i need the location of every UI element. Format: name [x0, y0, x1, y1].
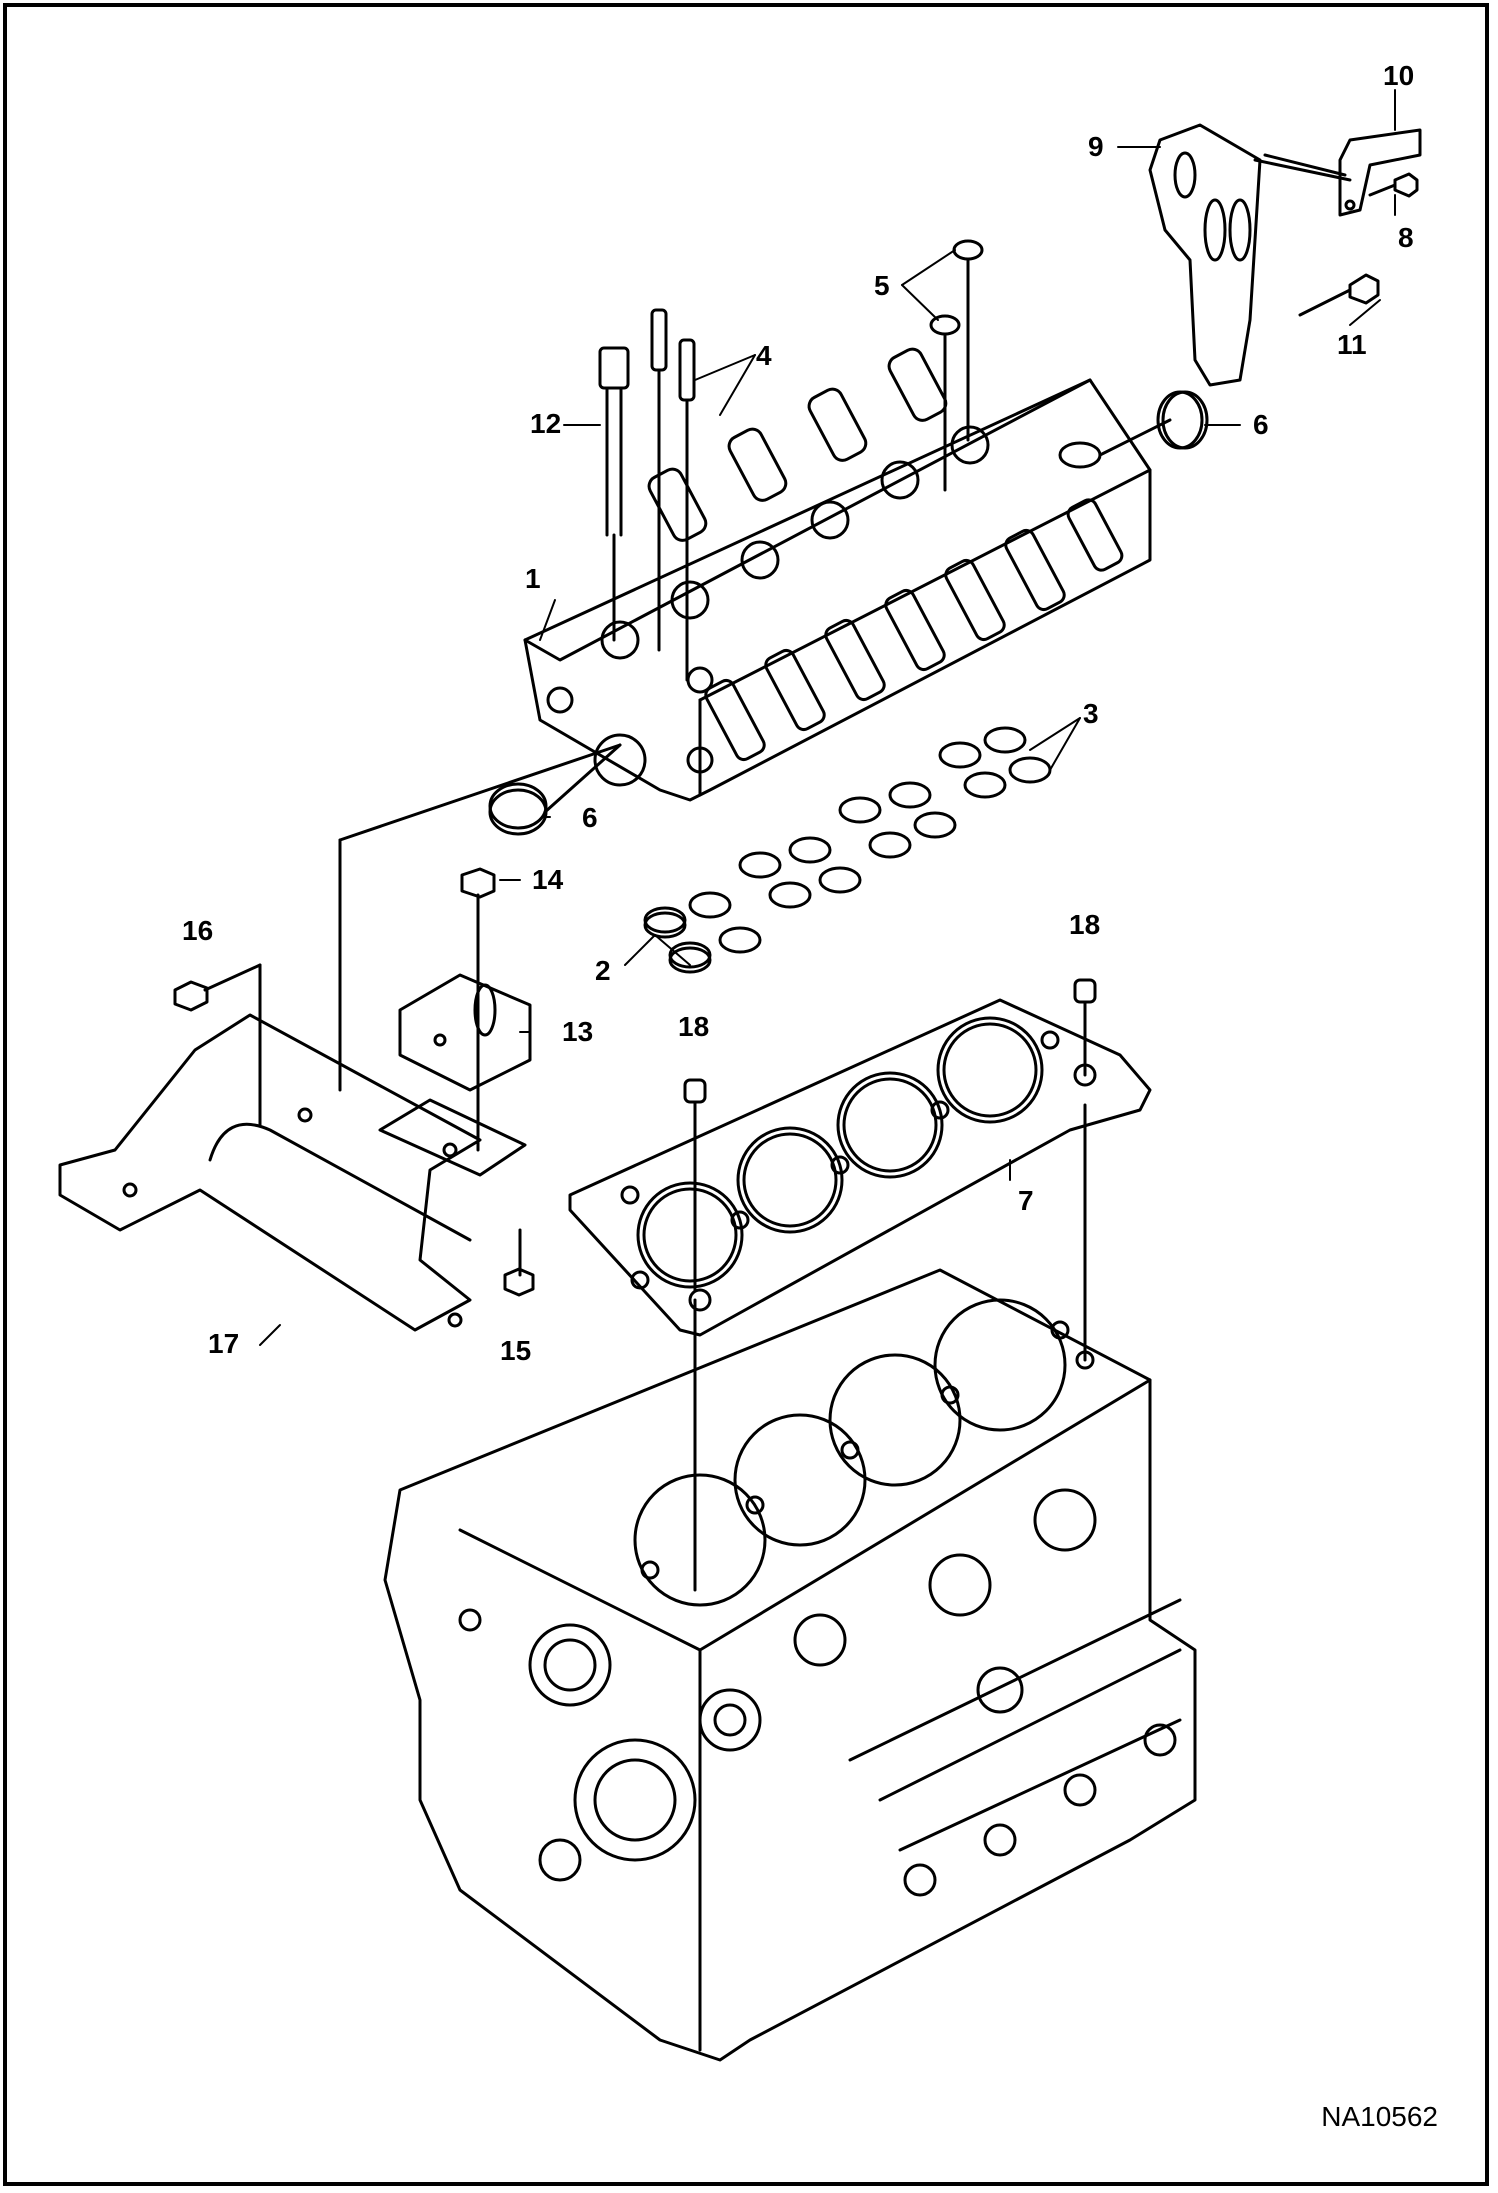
callout-2: 2 [595, 955, 611, 986]
callout-1: 1 [525, 563, 541, 594]
callout-3: 3 [1083, 698, 1099, 729]
callout-11: 11 [1337, 329, 1367, 360]
callout-18-left: 18 [678, 1011, 710, 1042]
callout-12: 12 [530, 408, 562, 439]
dowel-pins [683, 978, 1097, 1592]
expansion-plugs [488, 390, 1209, 836]
figure-id: NA10562 [1321, 2101, 1438, 2132]
callout-5: 5 [874, 270, 890, 301]
callout-6-upper: 6 [1253, 409, 1269, 440]
callout-8: 8 [1398, 222, 1414, 253]
callout-4: 4 [756, 340, 772, 371]
callout-16: 16 [182, 915, 214, 946]
callout-10: 10 [1383, 60, 1415, 91]
callout-17: 17 [208, 1328, 240, 1359]
callout-6-lower: 6 [582, 802, 598, 833]
callout-9: 9 [1088, 131, 1104, 162]
callout-15: 15 [500, 1335, 532, 1366]
head-gasket [568, 998, 1152, 1337]
engine-mount [58, 743, 622, 1332]
seal-rings [643, 726, 1052, 974]
leader-lines [259, 89, 1396, 1346]
lifting-bracket [1148, 123, 1422, 387]
callout-14: 14 [532, 864, 564, 895]
cylinder-block [383, 1268, 1197, 2062]
head-bolts [598, 239, 984, 682]
cylinder-head [523, 347, 1152, 802]
callout-18-right: 18 [1069, 909, 1101, 940]
page-border [3, 3, 1489, 2186]
callout-13: 13 [562, 1016, 594, 1047]
callout-7: 7 [1018, 1185, 1034, 1216]
